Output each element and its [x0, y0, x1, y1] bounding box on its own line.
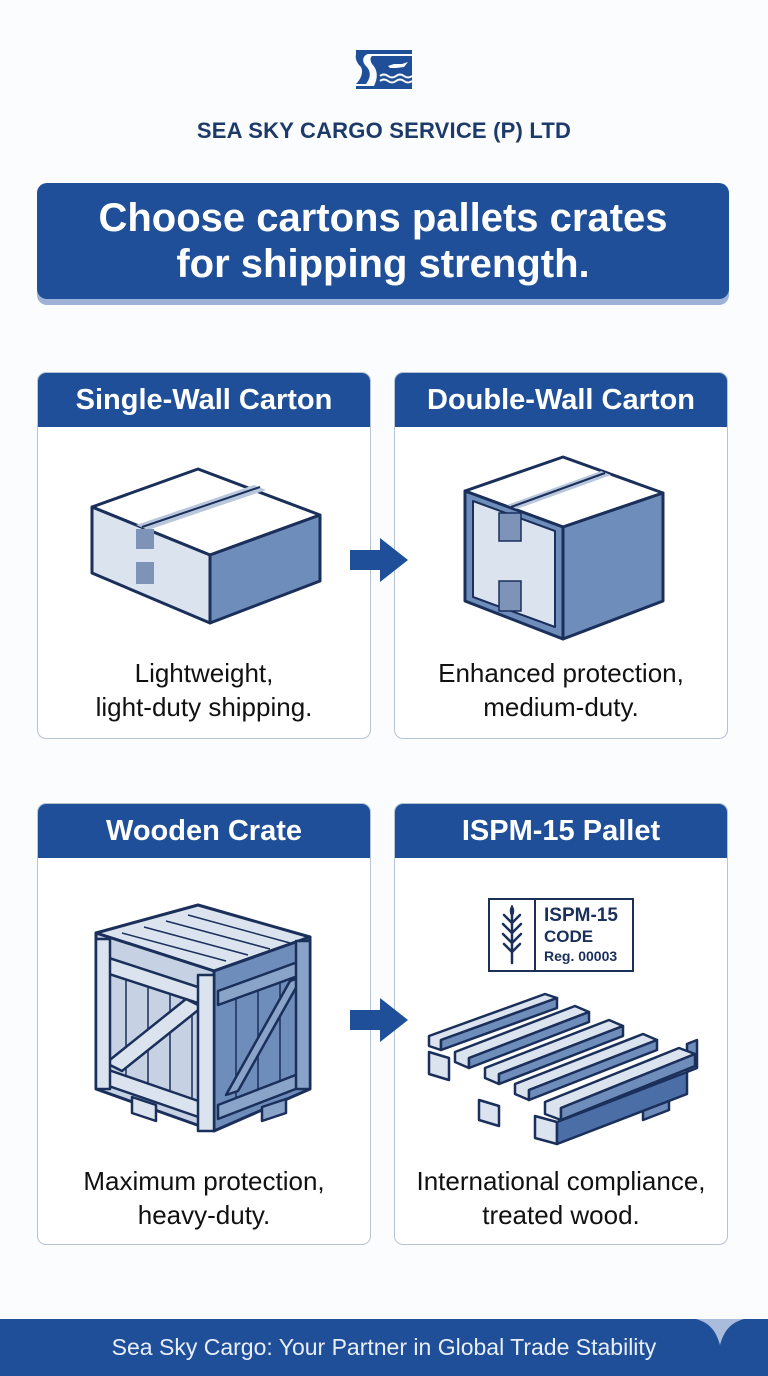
pallet-icon: [427, 992, 699, 1146]
stamp-label: CODE: [544, 927, 594, 946]
card-ispm15-pallet: ISPM-15 Pallet ISPM-15 CODE Reg. 00003: [394, 803, 728, 1245]
footer-chevron-icon: [696, 1319, 744, 1345]
card-desc-line-2: heavy-duty.: [137, 1200, 271, 1230]
card-desc-line-2: treated wood.: [482, 1200, 640, 1230]
stamp-code: ISPM-15: [544, 905, 618, 926]
card-single-wall-carton: Single-Wall Carton Lightweight, light-du…: [37, 372, 371, 739]
double-wall-carton-icon: [463, 455, 665, 641]
headline-banner: Choose cartons pallets crates for shippi…: [37, 183, 729, 299]
headline-line-2: for shipping strength.: [176, 242, 590, 286]
single-wall-carton-icon: [90, 467, 322, 625]
company-logo-icon: [352, 46, 414, 90]
card-desc-line-1: International compliance,: [416, 1166, 706, 1196]
card-desc-line-1: Enhanced protection,: [438, 658, 684, 688]
stamp-reg: Reg. 00003: [544, 948, 618, 964]
card-wooden-crate: Wooden Crate Maxi: [37, 803, 371, 1245]
wooden-crate-icon: [94, 903, 312, 1133]
card-desc-line-2: light-duty shipping.: [95, 692, 313, 722]
card-desc-line-1: Lightweight,: [134, 658, 274, 688]
card-title: Single-Wall Carton: [38, 373, 370, 427]
footer-tagline: Sea Sky Cargo: Your Partner in Global Tr…: [111, 1334, 657, 1360]
card-title: ISPM-15 Pallet: [395, 804, 727, 858]
wheat-icon: [501, 905, 523, 965]
footer-tagline-bar: Sea Sky Cargo: Your Partner in Global Tr…: [0, 1319, 768, 1376]
card-title: Wooden Crate: [38, 804, 370, 858]
card-title: Double-Wall Carton: [395, 373, 727, 427]
card-desc-line-2: medium-duty.: [483, 692, 639, 722]
card-desc-line-1: Maximum protection,: [83, 1166, 325, 1196]
arrow-right-icon: [350, 538, 408, 582]
arrow-right-icon: [350, 998, 408, 1042]
card-double-wall-carton: Double-Wall Carton Enhanced protection, …: [394, 372, 728, 739]
company-name: SEA SKY CARGO SERVICE (P) LTD: [196, 118, 572, 143]
ispm15-stamp: ISPM-15 CODE Reg. 00003: [488, 898, 634, 972]
headline-line-1: Choose cartons pallets crates: [98, 196, 668, 240]
